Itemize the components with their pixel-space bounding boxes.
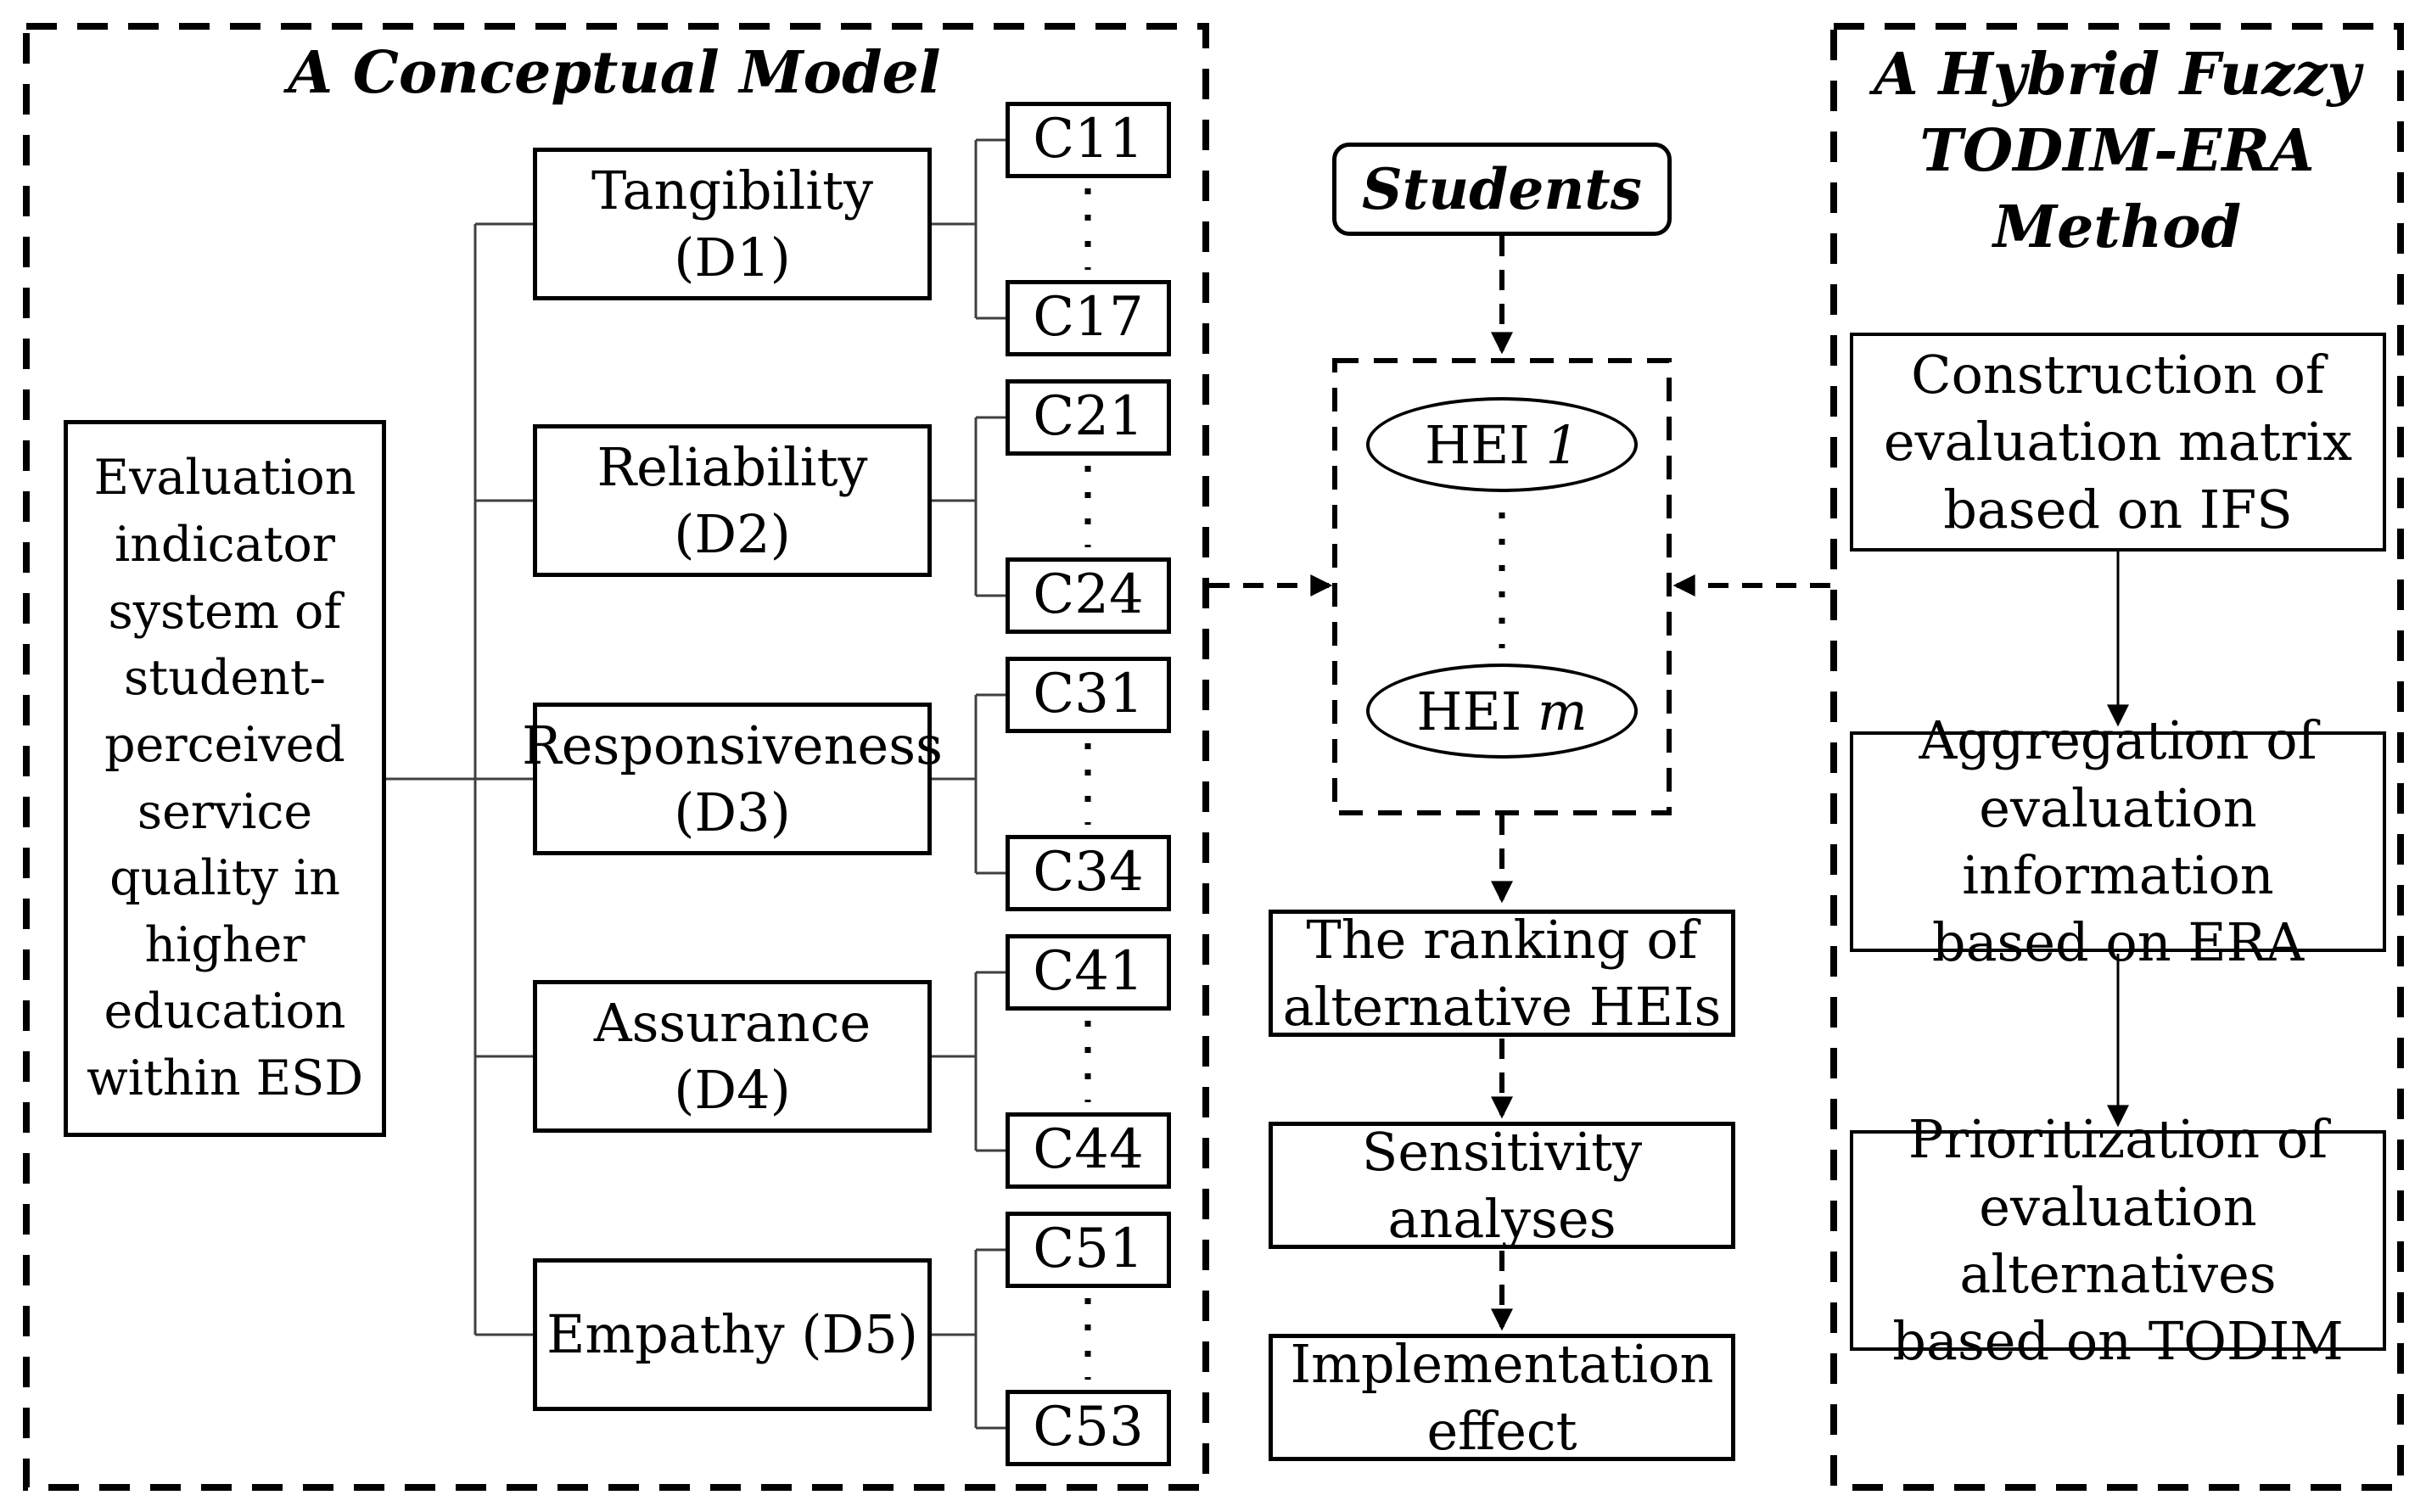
hei-1-index: 1 <box>1545 413 1579 476</box>
criterion-box-c11: C11 <box>1006 102 1171 178</box>
dimension-box-responsiveness: Responsiveness (D3) <box>522 703 943 855</box>
criterion-box-c24: C24 <box>1006 557 1171 634</box>
implementation-effect-box: Implementation effect <box>1269 1333 1735 1462</box>
criterion-box-c44: C44 <box>1006 1112 1171 1189</box>
criterion-box-c51: C51 <box>1006 1212 1171 1288</box>
criterion-box-c53: C53 <box>1006 1390 1171 1466</box>
criterion-box-c41: C41 <box>1006 934 1171 1011</box>
construction-ifs-box: Construction of evaluation matrix based … <box>1850 333 2386 552</box>
criterion-box-c31: C31 <box>1006 657 1171 733</box>
sensitivity-analyses-box: Sensitivity analyses <box>1269 1121 1735 1250</box>
prioritization-todim-box: Prioritization of evaluation alternative… <box>1850 1108 2386 1372</box>
hei-m-label: HEI <box>1416 680 1522 742</box>
hei-m-index: m <box>1537 680 1588 742</box>
conceptual-model-panel-border <box>23 23 1209 1491</box>
criteria-branch-d5 <box>932 1248 1006 1430</box>
criteria-branch-d1 <box>932 138 1006 320</box>
dimension-box-reliability: Reliability (D2) <box>533 424 932 577</box>
criterion-box-c17: C17 <box>1006 280 1171 356</box>
hierarchy-tree-lines <box>386 222 533 1336</box>
criteria-branch-d3 <box>932 693 1006 875</box>
todim-era-panel-border <box>1830 23 2404 1491</box>
dimension-box-assurance: Assurance (D4) <box>533 980 932 1133</box>
criterion-box-c34: C34 <box>1006 835 1171 911</box>
criterion-box-c21: C21 <box>1006 379 1171 456</box>
ranking-box: The ranking of alternative HEIs <box>1269 909 1735 1038</box>
criteria-branch-d4 <box>932 971 1006 1152</box>
aggregation-era-box: Aggregation of evaluation information ba… <box>1850 709 2386 973</box>
students-box: Students <box>1332 143 1672 236</box>
dimension-box-empathy: Empathy (D5) <box>533 1258 932 1411</box>
hei-group-dashed-border <box>1332 358 1672 815</box>
todim-era-method-title: A Hybrid Fuzzy TODIM-ERA Method <box>1874 41 2361 261</box>
criteria-tree-lines <box>932 138 1006 1430</box>
criteria-branch-d2 <box>932 416 1006 597</box>
dashed-arrows <box>1209 236 1830 1331</box>
conceptual-model-title: A Conceptual Model <box>288 39 941 107</box>
dimension-box-tangibility: Tangibility (D1) <box>533 148 932 300</box>
hei-1-label: HEI <box>1425 413 1530 476</box>
evaluation-indicator-system-box: Evaluation indicator system of student- … <box>64 420 386 1137</box>
